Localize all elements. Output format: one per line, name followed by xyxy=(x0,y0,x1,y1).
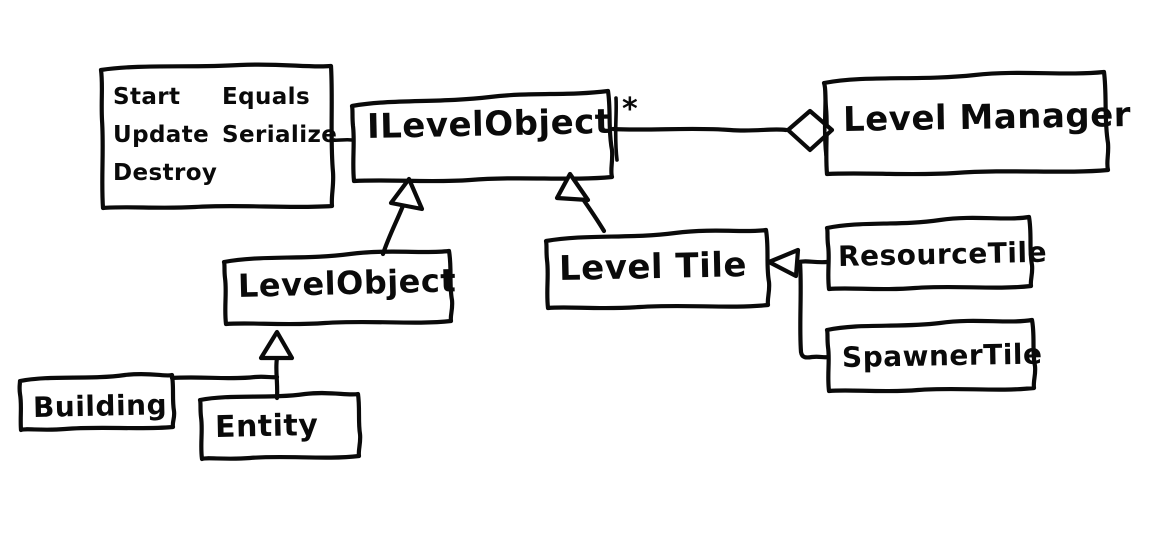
node-label-levelmanager: Level Manager xyxy=(842,94,1132,140)
node-label-ilevelobject: ILevelObject xyxy=(366,101,612,147)
node-label-leveltile: Level Tile xyxy=(558,245,748,289)
note-link-line xyxy=(329,137,354,143)
inheritance-arrow-levelobject-children xyxy=(258,329,295,361)
method-label-destroy: Destroy xyxy=(113,160,218,186)
method-label-start: Start xyxy=(113,84,181,110)
leveltile-box-outline[interactable] xyxy=(543,227,772,311)
aggregation-diamond xyxy=(785,108,835,153)
aggregation-line xyxy=(610,126,789,133)
method-label-serialize: Serialize xyxy=(222,122,338,148)
building-box-outline[interactable] xyxy=(17,371,177,433)
ilevelobject-box-outline[interactable] xyxy=(349,88,615,184)
spawnertile-box-outline[interactable] xyxy=(824,317,1038,394)
node-label-spawnertile: SpawnerTile xyxy=(841,337,1043,374)
methods-box-outline[interactable] xyxy=(98,62,336,211)
node-label-resourcetile: ResourceTile xyxy=(837,235,1048,273)
method-label-update: Update xyxy=(113,122,210,148)
inheritance-line-resourcetile xyxy=(797,259,830,265)
node-label-entity: Entity xyxy=(214,407,319,445)
resourcetile-box-outline[interactable] xyxy=(824,214,1035,292)
inheritance-arrow-levelobject xyxy=(388,176,425,212)
method-label-equals: Equals xyxy=(222,84,311,110)
node-label-levelobject: LevelObject xyxy=(237,261,457,305)
inheritance-line-building xyxy=(169,374,280,381)
node-label-building: Building xyxy=(32,388,168,424)
inheritance-line-tiles-stem xyxy=(797,259,831,360)
multiplicity-label: * xyxy=(622,92,638,127)
aggregation-end-tick xyxy=(613,96,619,162)
entity-box-outline[interactable] xyxy=(197,390,363,462)
inheritance-arrow-leveltile-children xyxy=(766,247,801,279)
inheritance-arrow-leveltile xyxy=(554,171,591,203)
levelmanager-left-tick xyxy=(822,86,828,157)
levelobject-box-outline[interactable] xyxy=(221,248,455,327)
